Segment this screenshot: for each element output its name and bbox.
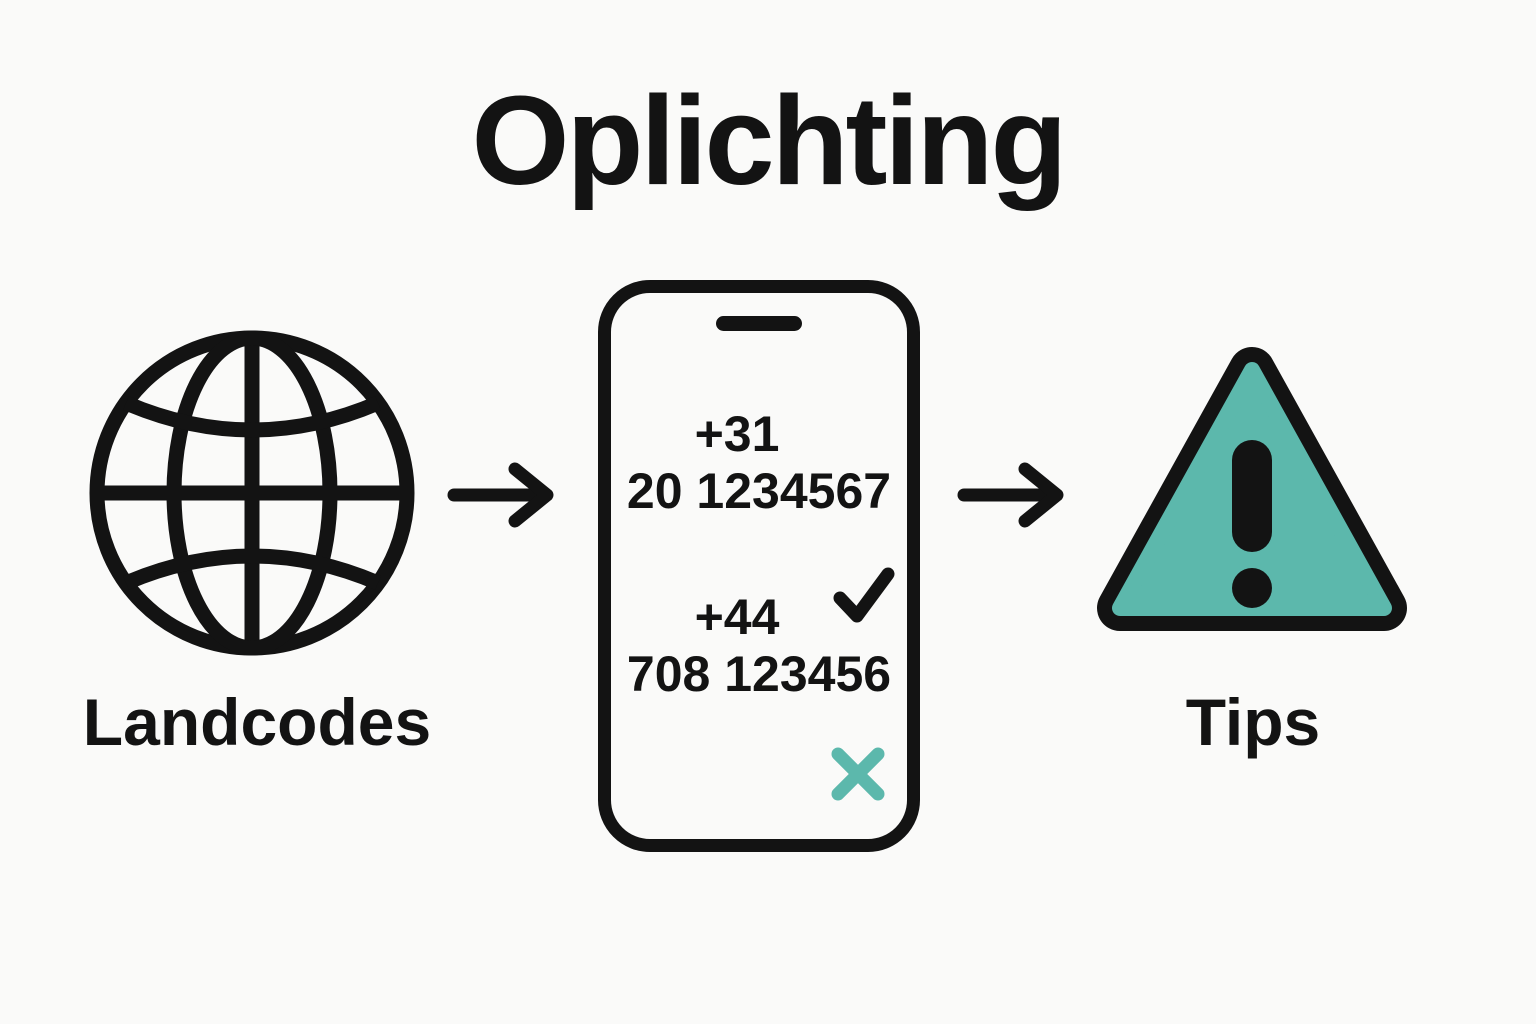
page-title: Oplichting	[471, 70, 1068, 211]
phone-number-2: 708 123456	[626, 646, 892, 702]
label-landcodes: Landcodes	[82, 685, 432, 759]
check-icon	[831, 565, 897, 627]
country-code-2: +44	[694, 589, 780, 645]
warning-triangle-icon	[1082, 336, 1422, 646]
phone-number-1: 20 1234567	[626, 463, 892, 519]
phone-icon: +31 20 1234567 +44 708 123456	[598, 280, 920, 852]
arrow-right-icon	[445, 460, 563, 530]
globe-icon	[82, 323, 422, 663]
phone-speaker	[716, 316, 802, 331]
label-tips: Tips	[1185, 685, 1321, 759]
country-code-1: +31	[694, 406, 780, 462]
x-icon	[827, 743, 889, 805]
arrow-right-icon	[955, 460, 1073, 530]
